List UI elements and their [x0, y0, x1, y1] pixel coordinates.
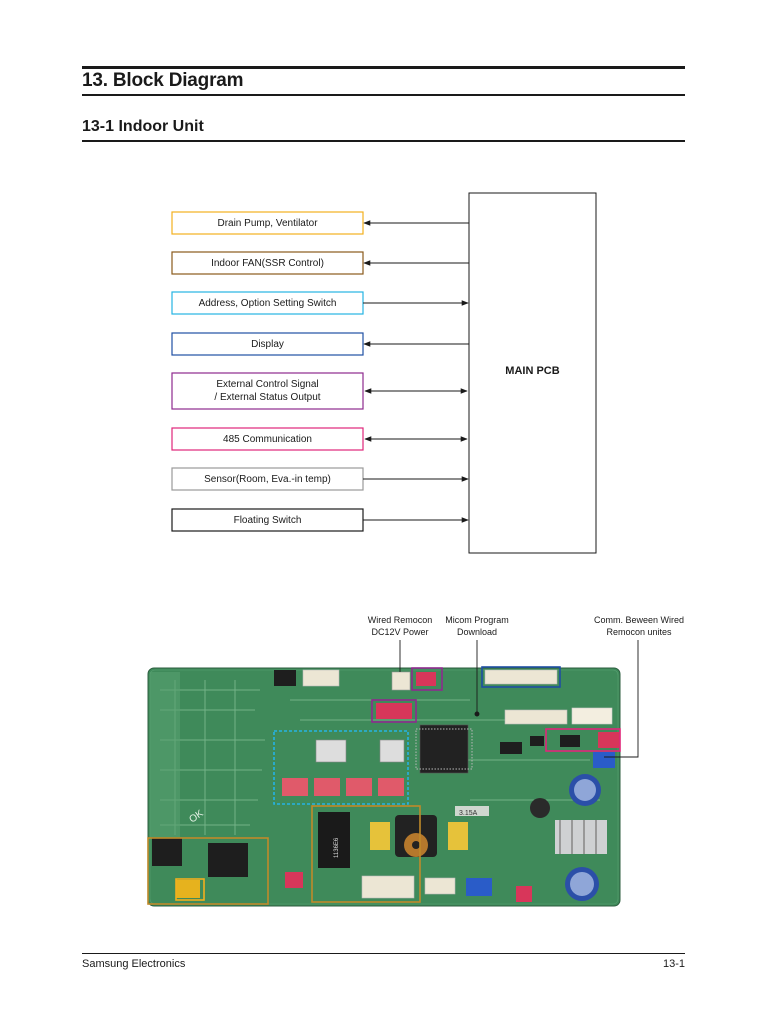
- block-label-address-switch: Address, Option Setting Switch: [198, 297, 337, 309]
- main-pcb-block: [468, 192, 597, 554]
- highlight-yellow-left: [175, 878, 205, 901]
- page-title: 13. Block Diagram: [82, 70, 244, 91]
- highlight-magenta-comm: [545, 728, 621, 752]
- block-485: [171, 427, 364, 451]
- highlight-purple-power: [411, 667, 443, 691]
- footer-company: Samsung Electronics: [82, 958, 186, 970]
- pcb-connector-red-2: [376, 703, 412, 719]
- highlight-blue-display: [481, 666, 561, 688]
- block-drain-pump: [171, 211, 364, 235]
- pcb-connector-red-1: [416, 672, 436, 686]
- callout-wired-remocon-power: Wired Remocon DC12V Power: [367, 615, 433, 637]
- pcb-mcu-chip: [419, 724, 469, 774]
- callout-lines: [399, 640, 639, 758]
- section-title: 13-1 Indoor Unit: [82, 118, 204, 135]
- callout-comm-wired-remocon: Comm. Beween Wired Remocon unites: [593, 615, 685, 637]
- highlight-brown-relay: [311, 805, 421, 903]
- block-label-drain-pump: Drain Pump, Ventilator: [217, 217, 318, 229]
- pcb-connector-white-mid: [504, 709, 568, 725]
- highlight-cyan-switches: [273, 730, 409, 805]
- block-label-floating-switch: Floating Switch: [233, 514, 302, 526]
- highlight-brown-left: [147, 837, 269, 905]
- pcb-connector-white-right: [571, 707, 613, 725]
- pcb-photo: OK 1136E6 3.15: [147, 640, 639, 907]
- highlight-purple-download: [371, 699, 417, 723]
- top-rule: [82, 66, 685, 69]
- footer-rule: [82, 953, 685, 954]
- pcb-heatsink: [555, 820, 607, 854]
- main-pcb-label: MAIN PCB: [505, 365, 560, 377]
- block-label-indoor-fan: Indoor FAN(SSR Control): [211, 257, 324, 269]
- pcb-relay-mark: 1136E6: [334, 837, 340, 858]
- pcb-connector-black-top: [274, 670, 296, 686]
- block-label-485: 485 Communication: [223, 433, 312, 445]
- section-rule: [82, 140, 685, 142]
- pcb-fuse-mark: 3.15A: [459, 810, 478, 817]
- pcb-connector-white-long: [484, 669, 558, 685]
- block-display: [171, 332, 364, 356]
- pcb-connector-white-top: [302, 669, 340, 687]
- pcb-connector-wired-power: [391, 671, 411, 691]
- title-rule: [82, 94, 685, 96]
- block-external-control: [171, 372, 364, 410]
- block-indoor-fan: [171, 251, 364, 275]
- footer-page-number: 13-1: [662, 958, 685, 970]
- block-label-display: Display: [251, 338, 284, 350]
- callout-micom-download: Micom Program Download: [445, 615, 509, 637]
- block-label-external-control: External Control Signal / External Statu…: [214, 379, 321, 403]
- block-label-sensor: Sensor(Room, Eva.-in temp): [204, 473, 331, 485]
- connection-arrows: [363, 220, 469, 523]
- peripheral-blocks: [171, 211, 364, 532]
